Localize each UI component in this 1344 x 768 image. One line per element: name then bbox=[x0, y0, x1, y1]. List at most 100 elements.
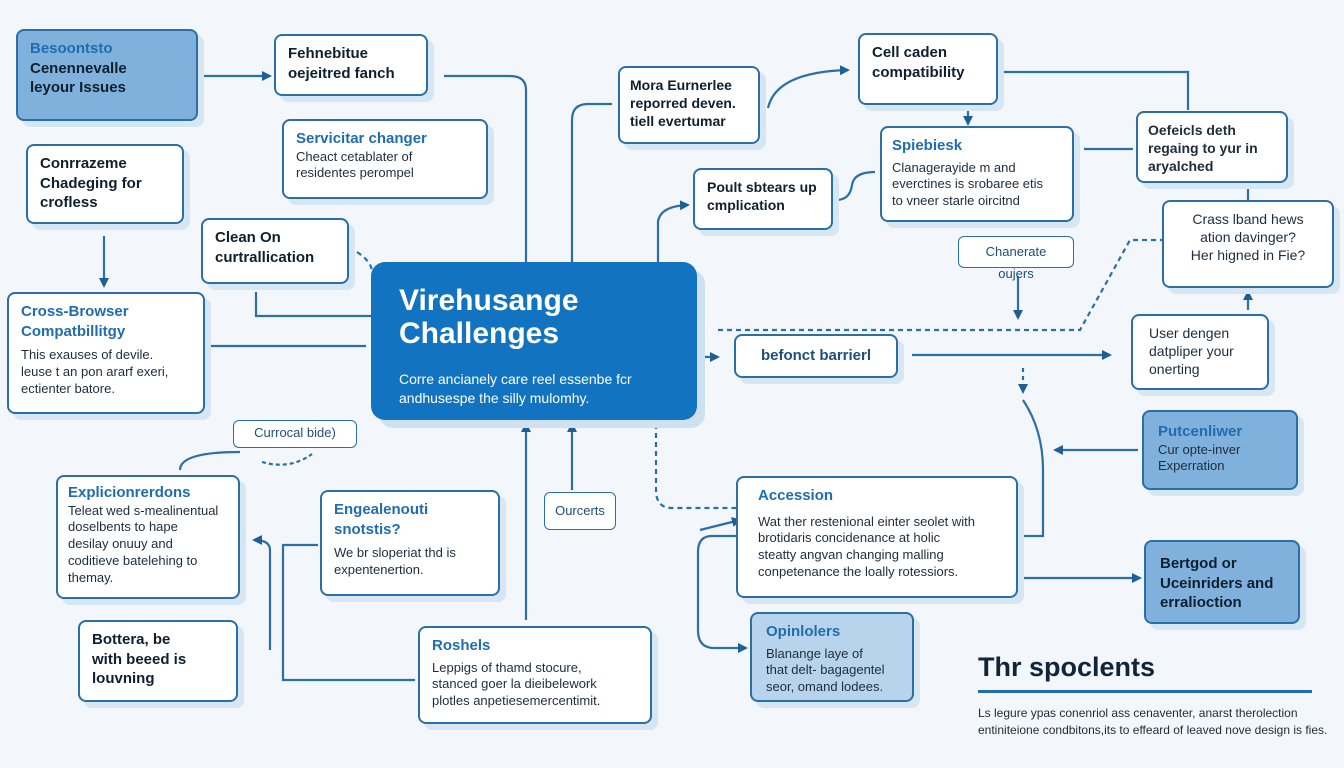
node-objective-branch[interactable]: Fehnebitue oejeitred fanch bbox=[274, 34, 428, 96]
node-text: Cur opte-inver bbox=[1158, 441, 1241, 457]
node-title: Engealenouti bbox=[334, 501, 429, 518]
node-title: Putcenliwer bbox=[1158, 423, 1243, 440]
node-bertgod[interactable]: Bertgod or Uceinriders and erralioction bbox=[1144, 540, 1300, 624]
node-user-danger[interactable]: User dengen datpliper your onerting bbox=[1131, 314, 1269, 390]
node-text: cmplication bbox=[707, 197, 785, 214]
node-text: reporred deven. bbox=[630, 95, 736, 112]
node-title: Roshels bbox=[432, 637, 491, 654]
node-title: Fehnebitue bbox=[288, 45, 369, 62]
node-text: brotidaris concidenance at holic bbox=[758, 530, 941, 546]
node-text: Cell caden bbox=[872, 44, 948, 61]
node-title: Explicionrerdons bbox=[68, 484, 191, 501]
node-text: plotles anpetiesemercentimit. bbox=[432, 693, 601, 709]
node-text: ation davinger? bbox=[1200, 229, 1296, 246]
node-text: doselbents to hape bbox=[68, 519, 178, 535]
node-text: Uceinriders and bbox=[1160, 574, 1274, 592]
node-text: curtrallication bbox=[215, 248, 315, 266]
node-clean-on[interactable]: Clean On curtrallication bbox=[201, 218, 349, 284]
node-text: We br sloperiat thd is bbox=[334, 545, 456, 560]
node-barrier[interactable]: befonct barrierl bbox=[734, 334, 898, 378]
node-text: Mora Eurnerlee bbox=[630, 77, 732, 93]
node-changing-process[interactable]: Conrrazeme Chadeging for crofless bbox=[26, 144, 184, 224]
node-text: Her higned in Fie? bbox=[1190, 247, 1306, 264]
footer-text-line2: entiniteione condbitons,its to effeard o… bbox=[978, 723, 1328, 737]
node-title: Servicitar changer bbox=[296, 130, 427, 147]
node-explicit-reasons[interactable]: Explicionrerdons Teleat wed s-mealinentu… bbox=[56, 475, 240, 599]
node-accession[interactable]: Accession Wat ther restenional einter se… bbox=[736, 476, 1018, 598]
node-spiebiesk[interactable]: Spiebiesk Clanagerayide m and everctines… bbox=[880, 126, 1074, 222]
node-text: crofless bbox=[40, 194, 98, 211]
node-text: Oefeicls deth bbox=[1148, 122, 1236, 138]
central-subtitle-line1: Corre ancianely care reel essenbe fcr bbox=[399, 371, 632, 387]
central-topic[interactable]: Virehusange Challenges Corre ancianely c… bbox=[371, 262, 697, 420]
node-text: with beeed is bbox=[92, 650, 187, 668]
footer-divider bbox=[978, 690, 1312, 693]
node-text: erralioction bbox=[1160, 594, 1242, 611]
node-text: Leppigs of thamd stocure, bbox=[432, 659, 582, 675]
node-text: residentes perompel bbox=[296, 165, 414, 181]
node-title: Cross-Browser bbox=[21, 303, 129, 320]
node-service-change[interactable]: Servicitar changer Cheact cetablater of … bbox=[282, 119, 488, 199]
node-text: Cheact cetablater of bbox=[296, 148, 413, 164]
node-text: Wat ther restenional einter seolet with bbox=[758, 513, 976, 529]
node-text: coditieve batelehing to bbox=[68, 553, 198, 569]
node-title: Spiebiesk bbox=[892, 137, 963, 154]
node-title: Accession bbox=[758, 487, 834, 504]
node-text: stanced goer la dieibelework bbox=[432, 676, 597, 692]
node-text: User dengen bbox=[1149, 325, 1230, 341]
node-engagement[interactable]: Engealenouti snotstis? We br sloperiat t… bbox=[320, 490, 500, 596]
node-cross-band[interactable]: Crass lband hews ation davinger? Her hig… bbox=[1162, 200, 1334, 288]
node-title: Compatbillitgy bbox=[21, 322, 126, 340]
node-cell-compatibility[interactable]: Cell caden compatibility bbox=[858, 33, 998, 105]
node-text: louvning bbox=[92, 670, 155, 687]
node-text: tiell evertumar bbox=[630, 113, 726, 130]
node-text: regaing to yur in bbox=[1148, 140, 1258, 157]
pill-currocal[interactable]: Currocal bide) bbox=[233, 420, 357, 448]
central-title-line2: Challenges bbox=[399, 317, 560, 350]
node-text: befonct barrierl bbox=[760, 347, 872, 364]
node-title: Besoontsto bbox=[30, 40, 113, 57]
central-title-line1: Virehusange bbox=[399, 284, 579, 317]
node-text: expentenertion. bbox=[334, 561, 424, 577]
node-text: Crass lband hews bbox=[1192, 211, 1304, 227]
node-text: to vneer starle oircitnd bbox=[892, 193, 1020, 209]
node-text: This exauses of devile. bbox=[21, 347, 154, 362]
node-text: leuse t an pon ararf exeri, bbox=[21, 363, 169, 379]
node-text: oejeitred fanch bbox=[288, 64, 395, 82]
node-text: everctines is srobaree etis bbox=[892, 176, 1044, 192]
node-text: Conrrazeme bbox=[40, 155, 127, 172]
pill-chanerate[interactable]: Chanerate oujers bbox=[958, 236, 1074, 281]
pill-ourcerts[interactable]: Ourcerts bbox=[544, 492, 616, 530]
node-text: ectienter batore. bbox=[21, 380, 115, 396]
node-text: compatibility bbox=[872, 63, 965, 81]
node-roshels[interactable]: Roshels Leppigs of thamd stocure, stance… bbox=[418, 626, 652, 724]
node-text: Chadeging for bbox=[40, 174, 142, 192]
node-more-eurnerlee[interactable]: Mora Eurnerlee reporred deven. tiell eve… bbox=[618, 66, 760, 144]
node-text: themay. bbox=[68, 570, 114, 586]
node-text: leyour Issues bbox=[30, 79, 126, 96]
node-bottera[interactable]: Bottera, be with beeed is louvning bbox=[78, 620, 238, 702]
node-text: Clanagerayide m and bbox=[892, 159, 1016, 175]
central-subtitle-line2: andhusespe the silly mulomhy. bbox=[399, 389, 590, 406]
footer-title: Thr spoclents bbox=[978, 652, 1156, 682]
node-complication[interactable]: Poult sbtears up cmplication bbox=[693, 168, 833, 230]
node-text: Poult sbtears up bbox=[707, 179, 817, 195]
node-text: seor, omand lodees. bbox=[766, 679, 884, 695]
node-text: datpliper your bbox=[1149, 343, 1234, 360]
node-text: onerting bbox=[1149, 361, 1200, 378]
node-text: conpetenance the loally rotessiors. bbox=[758, 564, 959, 580]
node-text: that delt- bagagentel bbox=[766, 662, 885, 678]
node-cross-browser[interactable]: Cross-Browser Compatbillitgy This exause… bbox=[7, 292, 205, 414]
footer-text-line1: Ls legure ypas conenriol ass cenaventer,… bbox=[978, 706, 1298, 720]
node-title: snotstis? bbox=[334, 520, 401, 538]
node-text: steatty angvan changing malling bbox=[758, 547, 944, 563]
node-layout-issues[interactable]: Besoontsto Cenennevalle leyour Issues bbox=[16, 29, 198, 121]
node-putcenliwer[interactable]: Putcenliwer Cur opte-inver Experration bbox=[1142, 410, 1298, 490]
node-text: Blanange laye of bbox=[766, 645, 863, 661]
node-text: Experration bbox=[1158, 458, 1225, 474]
node-officials[interactable]: Oefeicls deth regaing to yur in aryalche… bbox=[1136, 111, 1288, 183]
node-opinlolers[interactable]: Opinlolers Blanange laye of that delt- b… bbox=[750, 612, 914, 702]
node-title: Opinlolers bbox=[766, 623, 841, 640]
